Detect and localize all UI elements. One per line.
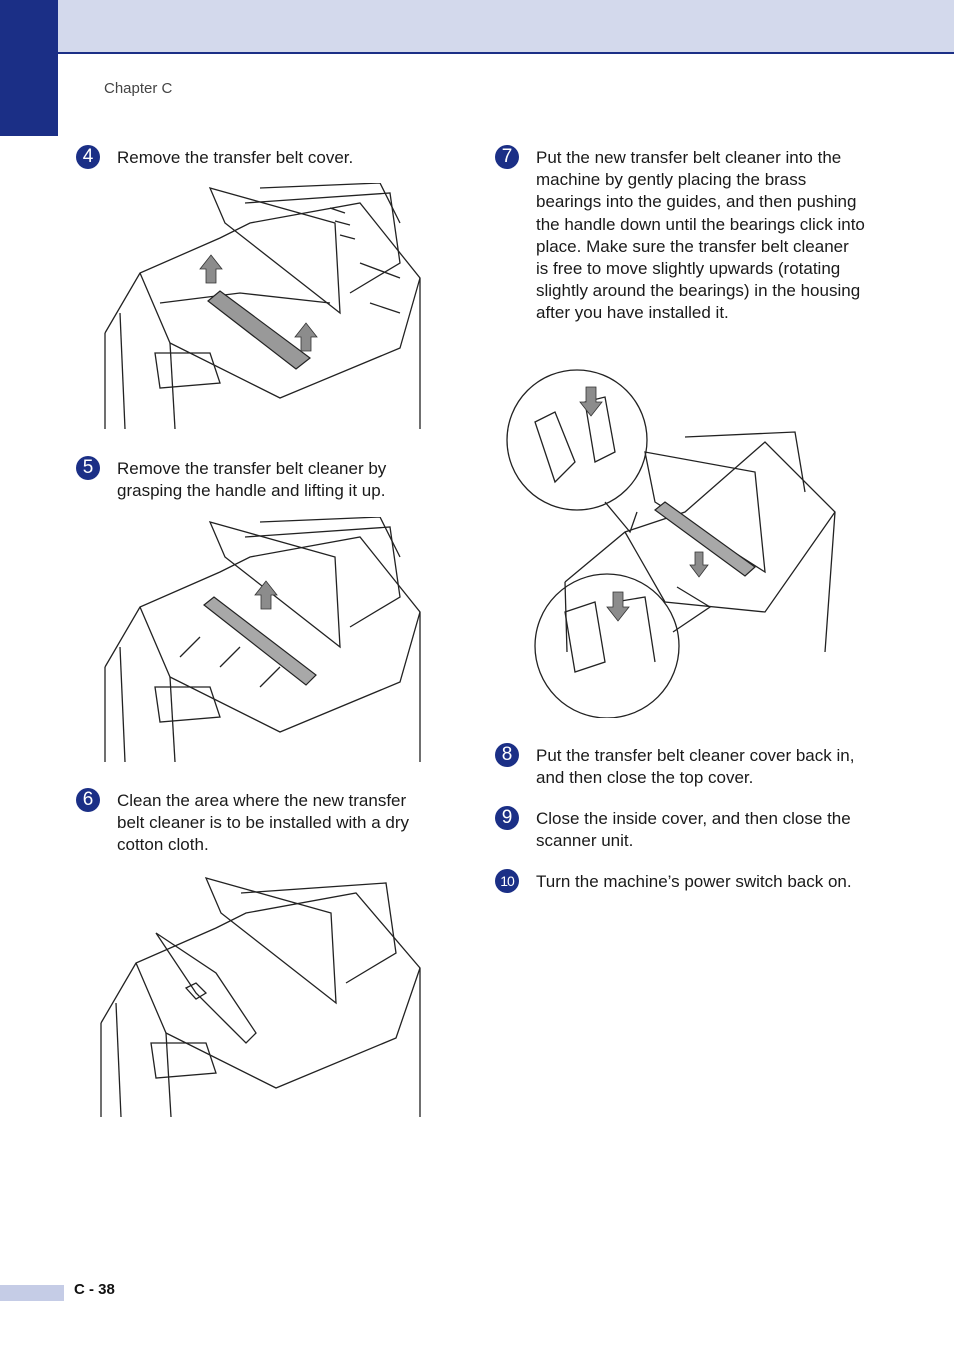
step-number: 4 (76, 145, 100, 169)
step-number: 8 (495, 743, 519, 767)
step-text: Remove the transfer belt cleaner by gras… (117, 459, 387, 501)
step-text: Clean the area where the new transfer be… (117, 791, 409, 855)
step-9: 9 Close the inside cover, and then close… (495, 806, 865, 852)
footer-bar (0, 1285, 64, 1301)
step-8: 8 Put the transfer belt cleaner cover ba… (495, 743, 865, 789)
step-number: 6 (76, 788, 100, 812)
figure-install-belt-cleaner (506, 369, 836, 718)
step-number: 5 (76, 456, 100, 480)
step-text: Put the transfer belt cleaner cover back… (536, 746, 855, 788)
step-7: 7 Put the new transfer belt cleaner into… (495, 145, 865, 325)
figure-clean-area (100, 877, 421, 1117)
step-6: 6 Clean the area where the new transfer … (76, 788, 436, 857)
figure-remove-belt-cover (104, 183, 421, 429)
chapter-label: Chapter C (104, 80, 173, 97)
step-text: Close the inside cover, and then close t… (536, 809, 851, 851)
step-number: 10 (495, 869, 519, 893)
header-band (0, 0, 954, 54)
step-text: Remove the transfer belt cover. (117, 148, 354, 167)
step-4: 4 Remove the transfer belt cover. (76, 145, 436, 169)
step-number: 9 (495, 806, 519, 830)
page-number: C - 38 (74, 1281, 115, 1298)
step-number: 7 (495, 145, 519, 169)
step-text: Turn the machine’s power switch back on. (536, 872, 852, 891)
step-10: 10 Turn the machine’s power switch back … (495, 869, 865, 893)
step-text: Put the new transfer belt cleaner into t… (536, 148, 865, 323)
chapter-tab (0, 0, 58, 136)
figure-remove-belt-cleaner (104, 517, 421, 762)
step-5: 5 Remove the transfer belt cleaner by gr… (76, 456, 436, 502)
